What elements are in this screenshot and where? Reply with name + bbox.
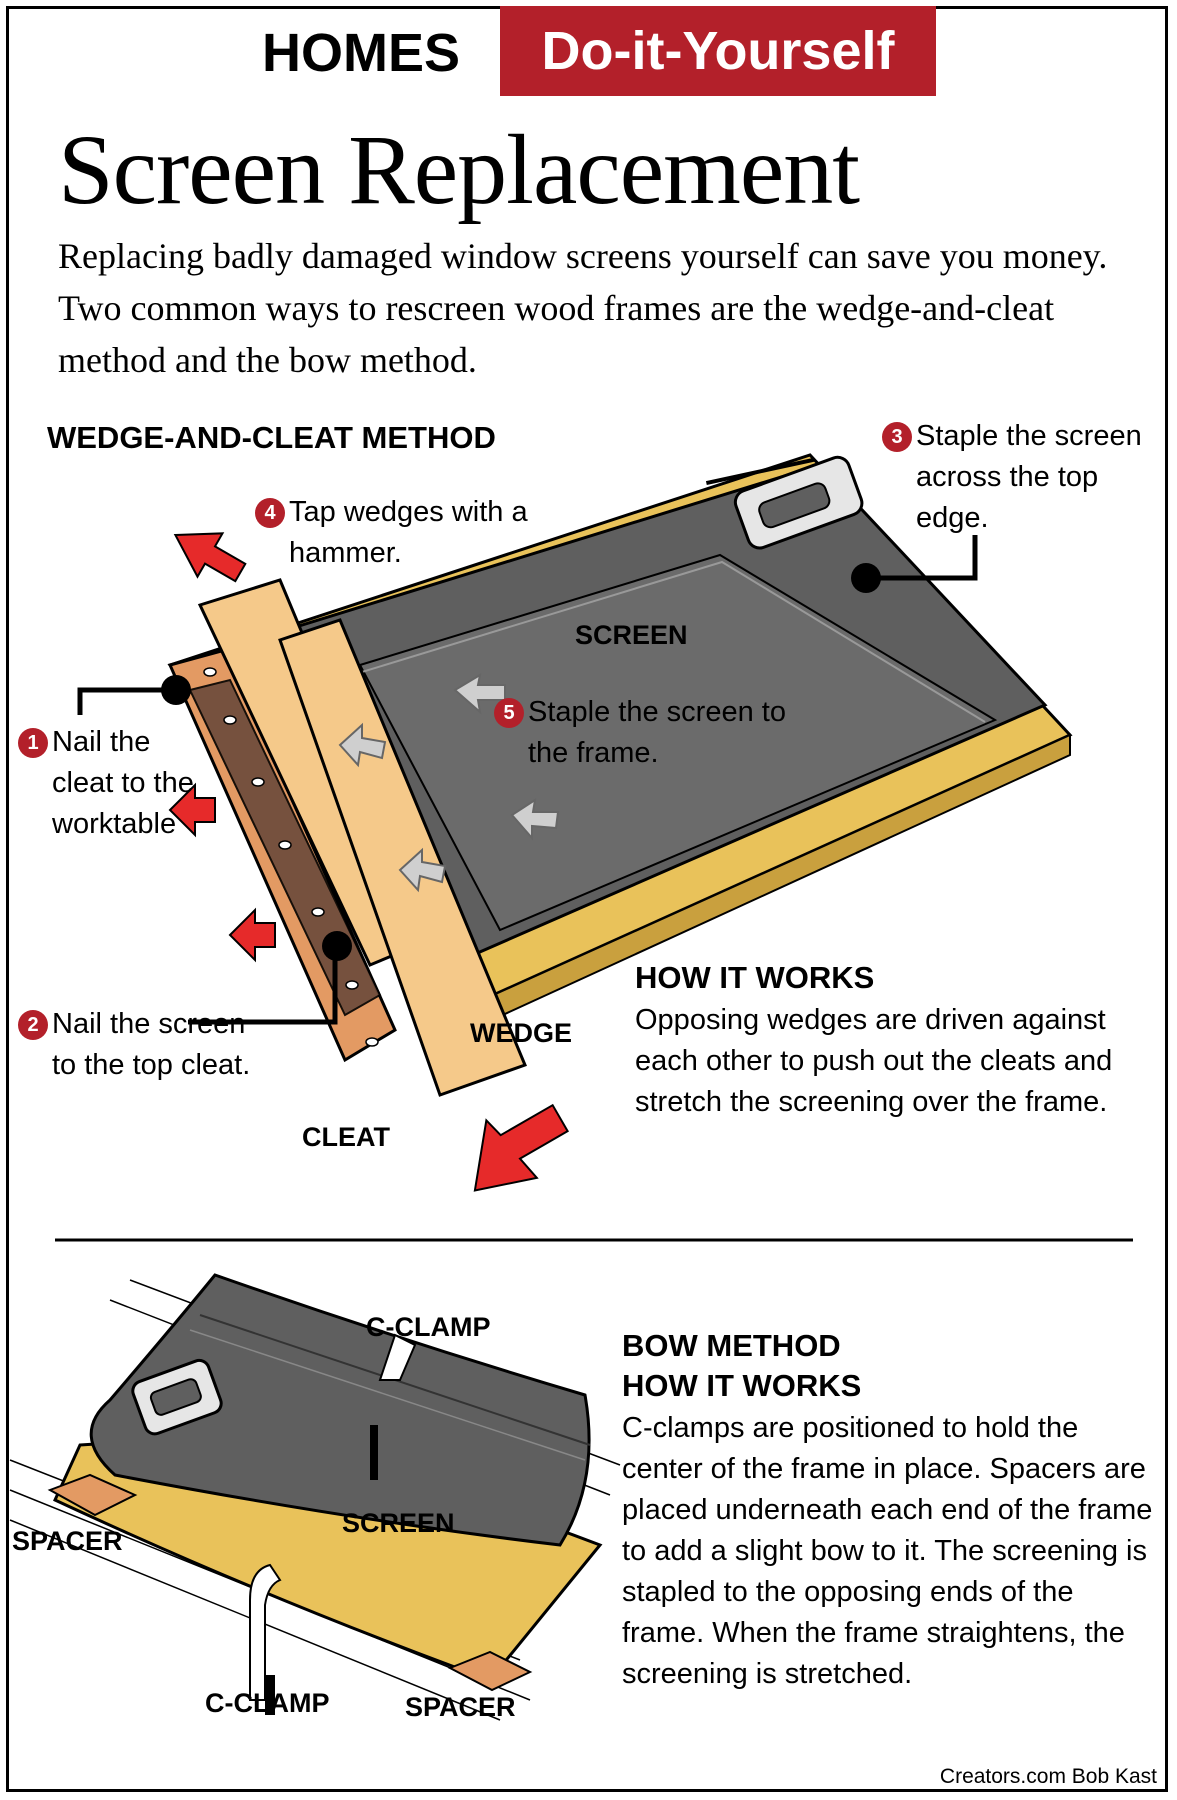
bow-how-heading: HOW IT WORKS [622,1368,862,1403]
callout-1 [77,687,176,715]
label-spacer-right: SPACER [405,1692,516,1722]
arrow-left-red-2 [228,907,276,963]
frame-inner [358,553,998,932]
wedge-cleat-illustration [77,453,1073,1192]
step-1-text: Nail the cleat to the worktable [52,726,194,840]
stapler-top [705,455,864,550]
step-2-text: Nail the screen to the top cleat. [52,1008,251,1081]
label-bow-screen: SCREEN [342,1508,455,1538]
spacer-left [47,1473,138,1517]
label-spacer-left: SPACER [12,1526,123,1556]
step-3: 3 Staple the screen across the top edge. [882,416,1142,539]
label-cleat: CLEAT [302,1122,390,1152]
stapler-bow [131,1358,223,1436]
wedge-bottom [278,618,527,1097]
step-4-number: 4 [255,498,285,528]
section-label: HOMES [262,23,461,83]
spacer-right [447,1650,533,1692]
callout-2 [188,948,338,1025]
step-4-text: Tap wedges with a hammer. [289,496,528,569]
step-4: 4 Tap wedges with a hammer. [255,492,575,574]
intro-text: Replacing badly damaged window screens y… [58,236,1108,380]
arrow-left-red-1 [168,782,216,838]
credit: Creators.com Bob Kast [939,1765,1157,1788]
step-2: 2 Nail the screen to the top cleat. [18,1004,263,1086]
step-2-number: 2 [18,1010,48,1040]
diy-badge: Do-it-Yourself [500,6,936,96]
bow-screen [89,1273,591,1547]
bow-method-heading: BOW METHOD [622,1328,841,1363]
label-c-clamp-bottom: C-CLAMP [205,1688,330,1718]
c-clamp-top [378,1333,417,1381]
bow-illustration [9,1273,621,1721]
callout-3 [866,535,978,581]
how-it-works-text: Opposing wedges are driven against each … [635,1004,1113,1118]
wedge-method-heading: WEDGE-AND-CLEAT METHOD [47,420,496,455]
step-1: 1 Nail the cleat to the worktable [18,722,218,845]
bow-method-text: C-clamps are positioned to hold the cent… [622,1412,1153,1690]
step-5-text: Staple the screen to the frame. [528,696,786,769]
arrow-down-red [173,532,247,583]
label-wedge: WEDGE [470,1018,573,1048]
step-3-text: Staple the screen across the top edge. [916,420,1142,534]
step-1-number: 1 [18,728,48,758]
how-it-works-heading: HOW IT WORKS [635,960,875,995]
step-5: 5 Staple the screen to the frame. [494,692,814,774]
label-c-clamp-top: C-CLAMP [366,1312,491,1342]
page-title: Screen Replacement [58,114,860,225]
step-3-number: 3 [882,422,912,452]
arrow-up-red [473,1103,569,1192]
step-5-number: 5 [494,698,524,728]
label-screen: SCREEN [575,620,688,650]
